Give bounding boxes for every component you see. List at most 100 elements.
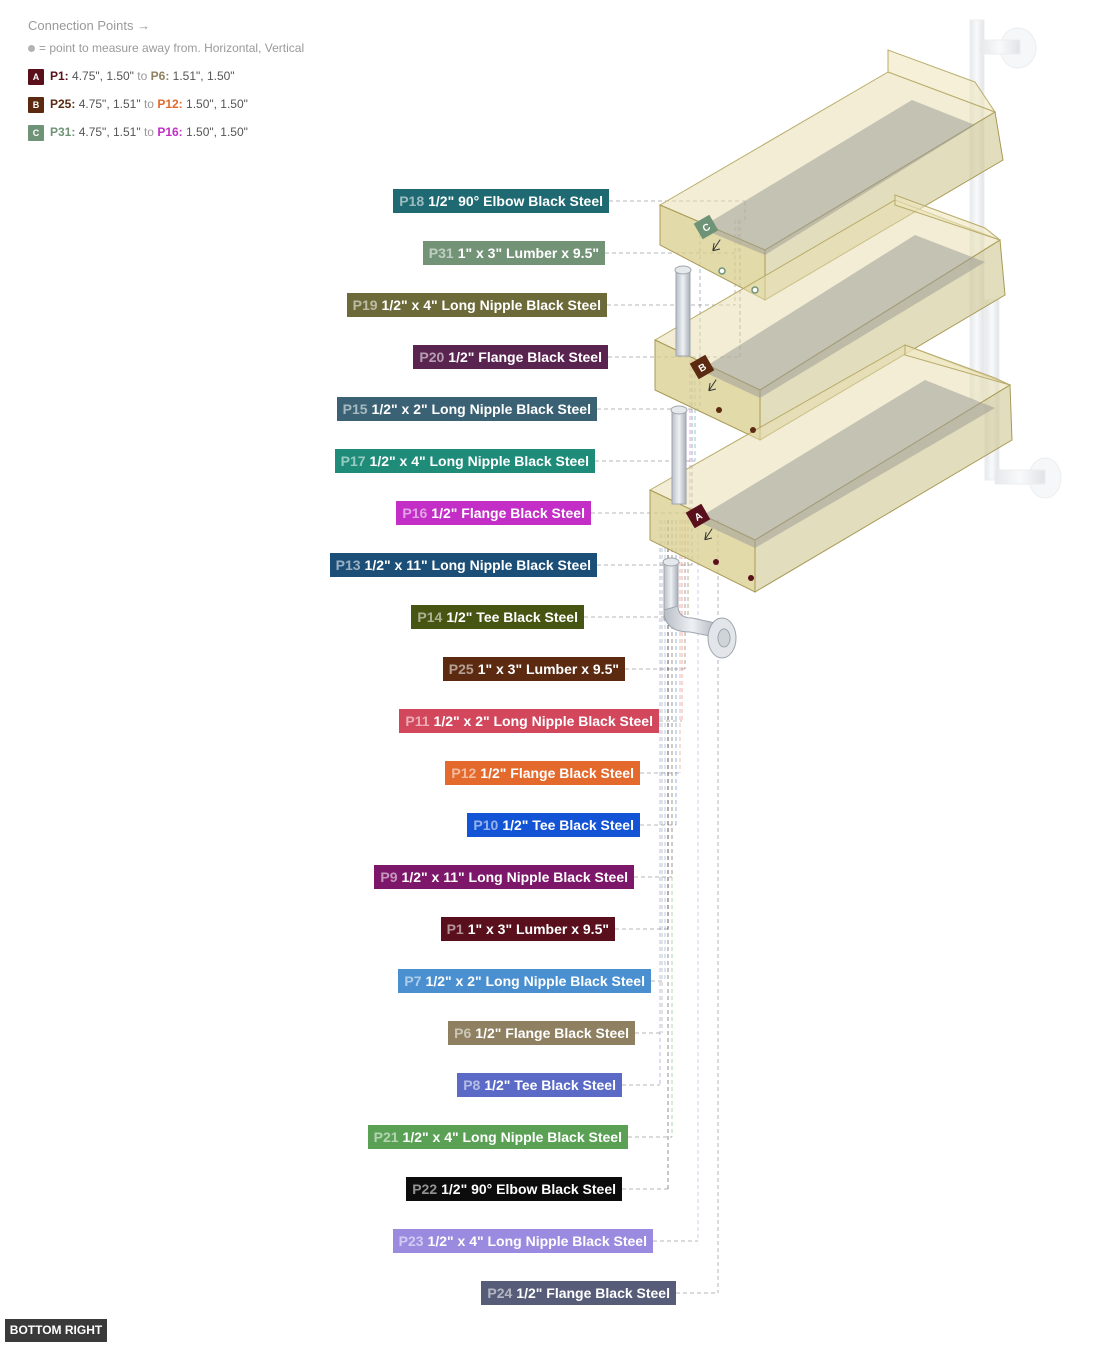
point-dot-icon <box>28 45 35 53</box>
to-values: 1.51", 1.50" <box>172 69 235 83</box>
from-part-id: P31: <box>50 125 76 139</box>
part-id: P17 <box>340 453 366 469</box>
to-part-id: P12: <box>157 97 183 111</box>
part-id: P23 <box>398 1233 424 1249</box>
marker-c: C <box>693 214 721 252</box>
part-id: P18 <box>399 193 425 209</box>
part-name: 1" x 3" Lumber x 9.5" <box>467 921 609 937</box>
from-values: 4.75", 1.50" <box>72 69 134 83</box>
part-name: 1/2" x 11" Long Nipple Black Steel <box>401 869 628 885</box>
part-name: 1/2" x 2" Long Nipple Black Steel <box>433 713 653 729</box>
front-pipe-assembly <box>662 265 737 659</box>
part-name: 1/2" Flange Black Steel <box>448 349 602 365</box>
marker-letter: A <box>693 511 705 524</box>
part-id: P14 <box>417 609 443 625</box>
part-id: P1 <box>446 921 464 937</box>
arrow-icon <box>708 379 717 392</box>
to-part-id: P16: <box>157 125 183 139</box>
marker-badge <box>693 214 719 240</box>
part-name: 1/2" x 2" Long Nipple Black Steel <box>371 401 591 417</box>
part-id: P25 <box>448 661 474 677</box>
arrow-icon <box>712 239 721 252</box>
part-id: P16 <box>402 505 428 521</box>
shelf-bottom <box>648 344 1013 593</box>
part-name: 1" x 3" Lumber x 9.5" <box>477 661 619 677</box>
part-id: P20 <box>419 349 445 365</box>
part-name: 1/2" x 4" Long Nipple Black Steel <box>402 1129 622 1145</box>
to-values: 1.50", 1.50" <box>186 125 248 139</box>
part-name: 1/2" Flange Black Steel <box>480 765 634 781</box>
from-values: 4.75", 1.51" <box>78 97 141 111</box>
part-id: P6 <box>454 1025 472 1041</box>
part-id: P10 <box>473 817 499 833</box>
part-name: 1/2" x 4" Long Nipple Black Steel <box>381 297 601 313</box>
part-name: 1/2" x 4" Long Nipple Black Steel <box>427 1233 647 1249</box>
part-id: P13 <box>335 557 361 573</box>
legend-title: Connection Points → <box>28 18 151 33</box>
part-id: P31 <box>428 245 454 261</box>
part-id: P9 <box>380 869 398 885</box>
part-id: P7 <box>404 973 422 989</box>
legend-note: = point to measure away from. Horizontal… <box>28 39 304 57</box>
marker-b: B <box>689 354 717 392</box>
badge-b: B <box>28 96 44 113</box>
part-name: 1/2" x 2" Long Nipple Black Steel <box>425 973 645 989</box>
from-values: 4.75", 1.51" <box>78 125 141 139</box>
view-label: BOTTOM RIGHT <box>5 1319 107 1342</box>
part-name: 1/2" Tee Black Steel <box>446 609 578 625</box>
part-id: P15 <box>342 401 368 417</box>
shelf-middle <box>653 194 1006 441</box>
connection-legend: Connection Points → = point to measure a… <box>28 17 304 141</box>
part-name: 1/2" Flange Black Steel <box>475 1025 629 1041</box>
part-name: 1/2" x 4" Long Nipple Black Steel <box>369 453 589 469</box>
part-name: 1/2" Flange Black Steel <box>516 1285 670 1301</box>
part-id: P19 <box>352 297 378 313</box>
part-name: 1/2" 90° Elbow Black Steel <box>441 1181 616 1197</box>
part-name: 1/2" Flange Black Steel <box>431 505 585 521</box>
from-part-id: P1: <box>50 69 69 83</box>
to-part-id: P6: <box>150 69 170 83</box>
legend-note-text: = point to measure away from. Horizontal… <box>39 41 305 55</box>
badge-c: C <box>28 124 44 141</box>
part-id: P11 <box>405 713 430 729</box>
marker-letter: C <box>701 222 713 235</box>
part-id: P21 <box>373 1129 399 1145</box>
part-id: P24 <box>487 1285 513 1301</box>
marker-badge <box>685 503 711 529</box>
to-word: to <box>137 69 148 83</box>
to-values: 1.50", 1.50" <box>186 97 248 111</box>
to-word: to <box>143 97 154 111</box>
marker-badge <box>689 354 715 380</box>
arrow-icon <box>704 528 713 541</box>
part-id: P8 <box>463 1077 481 1093</box>
measure-points <box>713 267 759 581</box>
part-id: P22 <box>412 1181 438 1197</box>
part-id: P12 <box>451 765 477 781</box>
